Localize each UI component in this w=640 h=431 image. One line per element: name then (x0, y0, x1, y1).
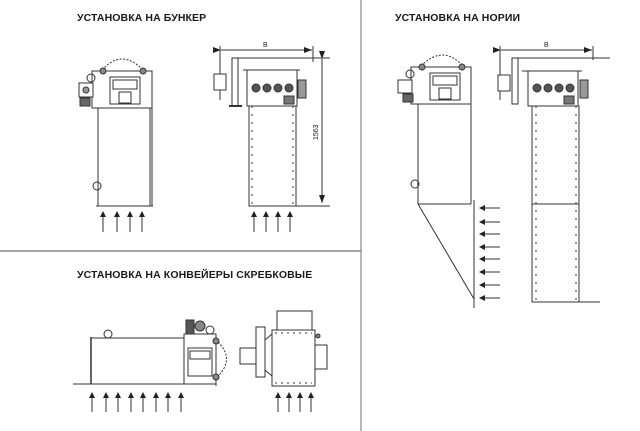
conveyor-side-view (73, 319, 227, 386)
bunker-side-arrows (100, 211, 145, 232)
conveyor-front-view (239, 310, 328, 387)
panel-title-elevator: УСТАНОВКА НА НОРИИ (395, 12, 521, 24)
elevator-side-view (397, 54, 475, 308)
elevator-width-label: B (544, 42, 549, 49)
bunker-front-view (213, 46, 330, 207)
elevator-front-view (493, 46, 610, 303)
conveyor-front-arrows (275, 392, 314, 412)
elevator-arrows (479, 205, 500, 301)
bunker-height-label: 1563 (313, 124, 320, 140)
bunker-side-view (78, 58, 153, 207)
bunker-front-arrows (251, 211, 293, 232)
bunker-width-label: B (263, 42, 268, 49)
conveyor-side-arrows (89, 392, 184, 412)
panel-title-bunker: УСТАНОВКА НА БУНКЕР (77, 12, 207, 24)
panel-title-conveyor: УСТАНОВКА НА КОНВЕЙЕРЫ СКРЕБКОВЫЕ (77, 269, 313, 281)
